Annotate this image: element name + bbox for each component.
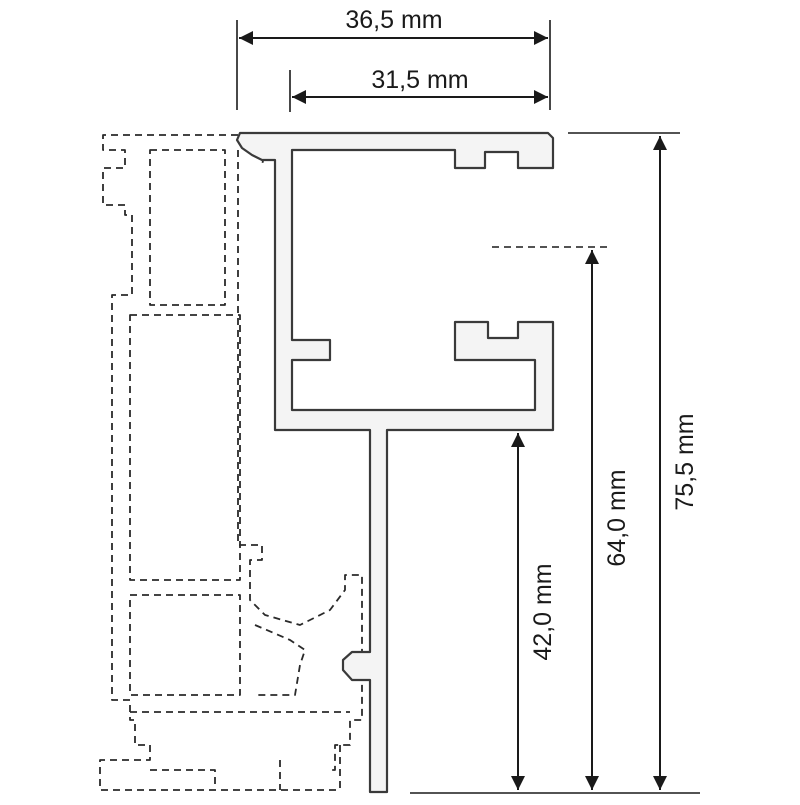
label-width-inner: 31,5 mm	[371, 66, 468, 94]
ghost-web	[237, 150, 363, 771]
dimension-width-total: 36,5 mm	[236, 6, 551, 110]
ghost-outline-outer	[99, 134, 340, 791]
dimension-width-inner: 31,5 mm	[289, 66, 548, 112]
ghost-outline-inner-left	[149, 149, 226, 306]
main-profile	[235, 131, 555, 794]
dimension-height-mid: 64,0 mm	[585, 250, 631, 790]
dimension-height-low: 42,0 mm	[511, 433, 557, 790]
main-profile-body	[235, 131, 555, 794]
label-height-total: 75,5 mm	[671, 413, 699, 510]
dimension-height-total: 75,5 mm	[653, 136, 699, 790]
ghost-cavity-2	[129, 594, 241, 696]
ghost-bottom-rail	[130, 711, 350, 790]
label-height-mid: 64,0 mm	[603, 469, 631, 566]
ghost-cavity-1	[129, 314, 241, 581]
label-height-low: 42,0 mm	[529, 563, 557, 660]
ghost-web-inner	[254, 624, 306, 696]
label-width-total: 36,5 mm	[345, 6, 442, 34]
ghost-frame-profile	[99, 134, 363, 791]
